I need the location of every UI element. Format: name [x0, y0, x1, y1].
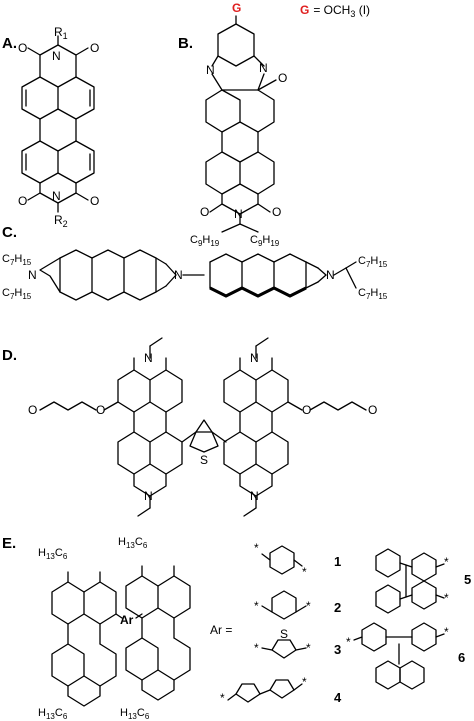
- atom-o: O: [302, 403, 311, 417]
- atom-o: O: [90, 194, 99, 208]
- linker-6-spirobifluorene: [353, 622, 445, 690]
- panel-b-label: B.: [178, 35, 193, 52]
- star: *: [444, 591, 449, 605]
- linker-number-5: 5: [464, 572, 471, 587]
- atom-o: O: [28, 403, 37, 417]
- panel-d-label: D.: [2, 347, 17, 364]
- linker-number-3: 3: [334, 642, 341, 657]
- star: *: [302, 675, 307, 689]
- c7-chain-right-top: C7H15: [358, 255, 388, 269]
- star: *: [306, 641, 311, 655]
- ar-label: Ar: [120, 613, 134, 627]
- atom-o: O: [200, 205, 209, 219]
- c6h13-chain-right-bottom: H13C6: [120, 707, 150, 721]
- atom-n-1: N: [206, 63, 215, 77]
- chain-left: C9H19: [190, 234, 220, 248]
- linker-number-1: 1: [334, 554, 341, 569]
- atom-o: O: [96, 403, 105, 417]
- atom-n-top: N: [52, 49, 61, 63]
- atom-n: N: [144, 351, 153, 365]
- atom-n-center: N: [174, 268, 183, 282]
- star: *: [254, 599, 259, 613]
- benzimidazole-pdi-structure: [205, 15, 277, 233]
- star: *: [220, 691, 225, 705]
- atom-o: O: [272, 205, 281, 219]
- thiophene-bridged-pdi-dimer: [39, 337, 367, 517]
- atom-n: N: [250, 489, 259, 503]
- atom-o: O: [18, 41, 27, 55]
- linker-number-4: 4: [334, 690, 342, 705]
- r2-label: R2: [54, 213, 68, 229]
- linker-4-bithiophene: [227, 679, 303, 703]
- pdi-dimer-structure: [39, 249, 357, 301]
- c6h13-chain-right-top: H13C6: [118, 536, 148, 550]
- panel-d: D.: [2, 337, 377, 517]
- ar-definition-label: Ar =: [210, 623, 232, 637]
- linker-2-meta-phenylene: [261, 590, 307, 620]
- star: *: [254, 641, 259, 655]
- c7-chain-top: C7H15: [2, 253, 32, 267]
- star: *: [302, 565, 307, 579]
- linker-3-thiophene: [261, 639, 307, 659]
- perylene-diimide-structure-a: [21, 35, 95, 213]
- r1-label: R1: [54, 25, 68, 41]
- panel-a-label: A.: [2, 35, 17, 52]
- atom-s: S: [200, 453, 208, 467]
- linker-number-6: 6: [458, 650, 465, 665]
- c7-chain-right-bottom: C7H15: [358, 287, 388, 301]
- c7-chain-bottom: C7H15: [2, 287, 32, 301]
- star: *: [254, 541, 259, 555]
- panel-e-label: E.: [2, 535, 16, 552]
- atom-o: O: [18, 194, 27, 208]
- star: *: [444, 555, 449, 569]
- panel-a: A. N R1 O: [2, 25, 99, 229]
- substituent-g: G: [232, 1, 241, 15]
- star: *: [306, 599, 311, 613]
- atom-n-bottom: N: [52, 189, 61, 203]
- atom-o: O: [368, 403, 377, 417]
- star: *: [444, 625, 449, 639]
- panel-c: C.: [2, 224, 388, 301]
- atom-o: O: [278, 71, 287, 85]
- g-legend: G= OCH3 (I): [300, 3, 370, 19]
- atom-n-left: N: [28, 268, 37, 282]
- linker-number-2: 2: [334, 600, 341, 615]
- atom-o: O: [90, 41, 99, 55]
- c6h13-chain-left-bottom: H13C6: [38, 707, 68, 721]
- star: *: [346, 635, 351, 649]
- c6h13-chain-left-top: H13C6: [38, 547, 68, 561]
- panel-e: E. H13C6 H13C6 H13C6 H13C6: [2, 535, 471, 721]
- atom-n-3: N: [234, 207, 243, 221]
- linker-5-spirobifluorene: [375, 548, 445, 614]
- atom-n: N: [250, 351, 259, 365]
- atom-n-2: N: [259, 61, 268, 75]
- atom-s: S: [280, 627, 288, 641]
- panel-b: B. G G= OCH3 (I) N N O N: [178, 1, 370, 248]
- atom-n-right: N: [326, 268, 335, 282]
- panel-c-label: C.: [2, 224, 17, 241]
- ar-linked-pdi-dimer: [51, 565, 191, 707]
- bold-bonds: [209, 286, 307, 298]
- atom-n: N: [144, 489, 153, 503]
- chain-right: C9H19: [250, 234, 280, 248]
- linker-1-para-phenylene: [261, 545, 303, 575]
